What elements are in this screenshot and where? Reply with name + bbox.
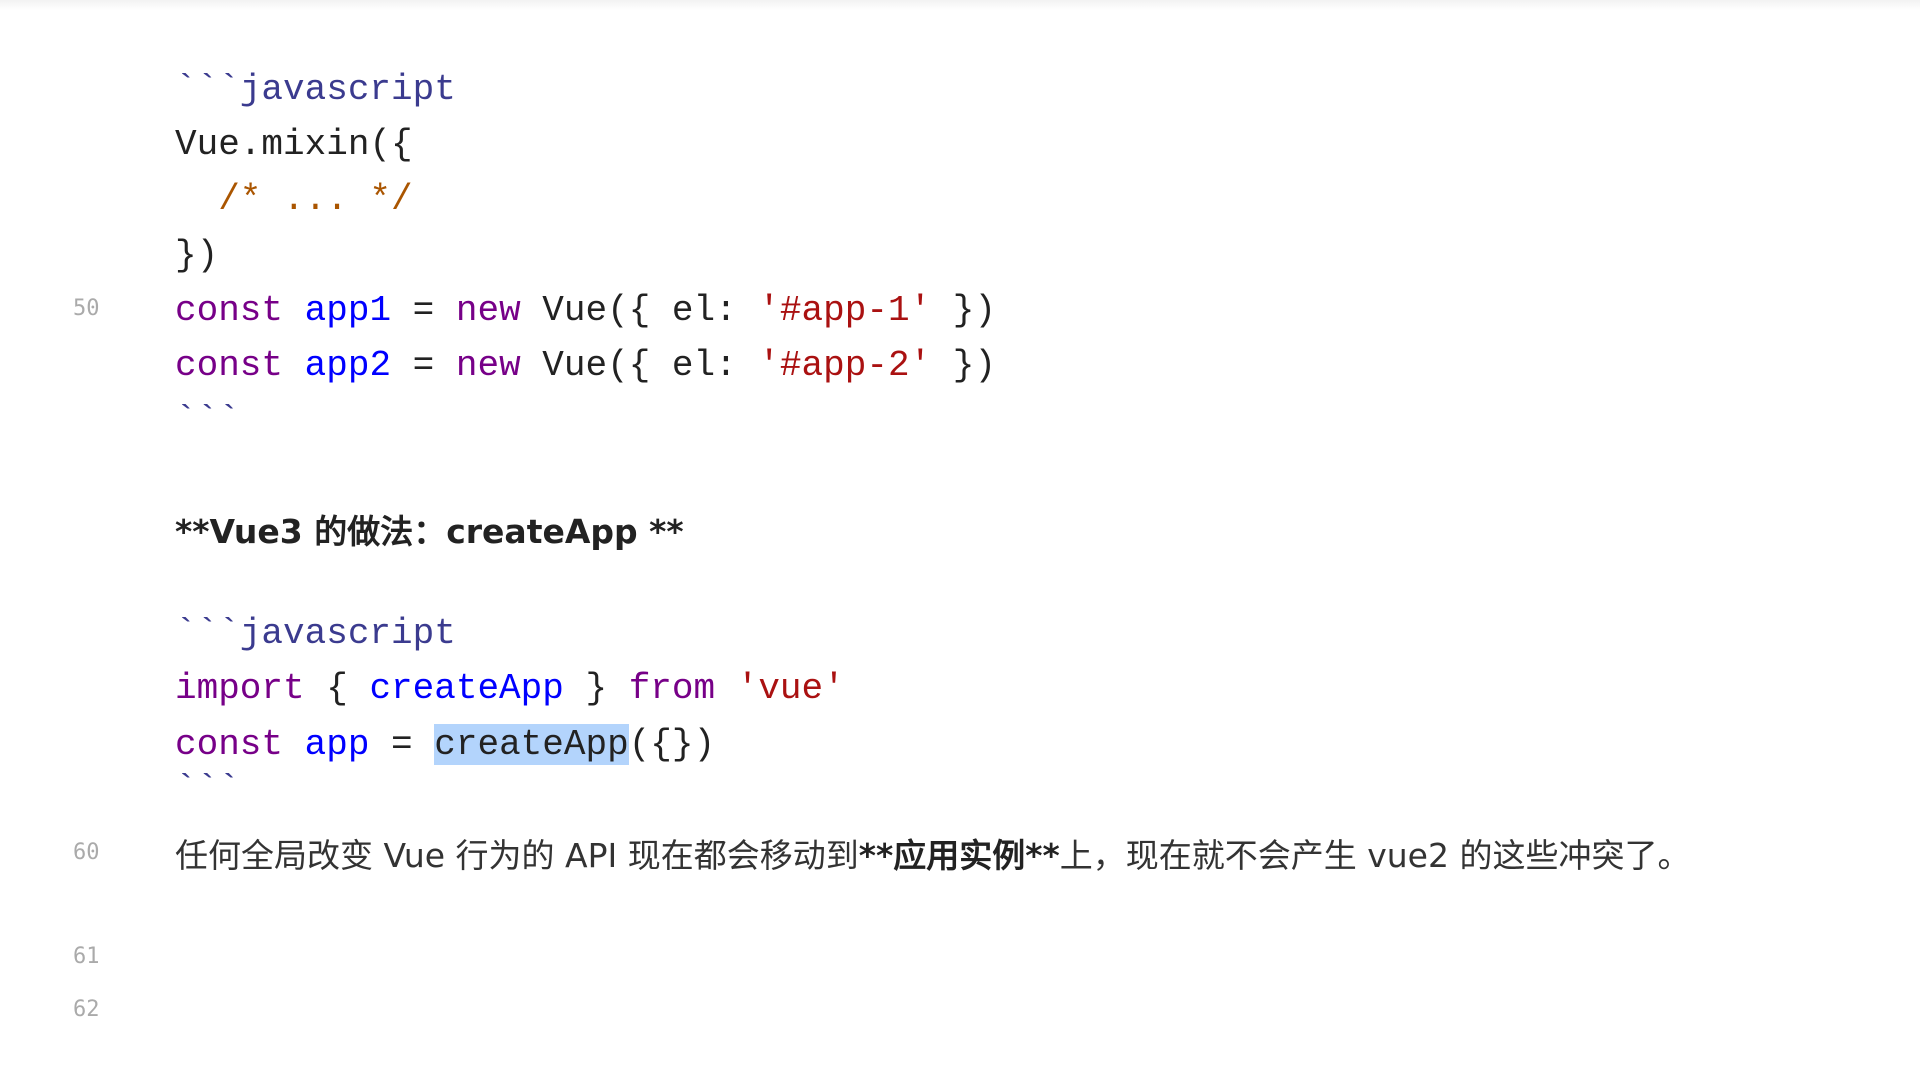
code-line-app1: const app1 = new Vue({ el: '#app-1' }): [175, 289, 996, 333]
code-fence-open: ```javascript: [175, 69, 456, 110]
code-text: Vue({ el:: [520, 290, 759, 331]
operator: =: [391, 290, 456, 331]
line-number: 61: [73, 944, 100, 969]
variable: app2: [304, 345, 392, 386]
heading: **Vue3 的做法：createApp **: [175, 512, 684, 551]
code-text: ({}): [628, 724, 716, 765]
line-number: 60: [73, 840, 100, 865]
variable: app1: [304, 290, 392, 331]
string: '#app-1': [758, 290, 932, 331]
text-selection[interactable]: createApp: [434, 724, 629, 765]
code-line: Vue.mixin({: [175, 124, 413, 165]
code-text: }: [563, 668, 629, 709]
keyword: const: [175, 345, 284, 386]
code-line: }): [175, 235, 219, 276]
paragraph-text: 上，现在就不会产生 vue2 的这些冲突了。: [1059, 836, 1691, 875]
keyword: const: [175, 724, 284, 765]
code-line-import: import { createApp } from 'vue': [175, 667, 845, 711]
operator: =: [391, 345, 456, 386]
code-line-const-app: const app = createApp({}): [175, 723, 715, 767]
line-number: 62: [73, 997, 100, 1022]
paragraph-text: 任何全局改变 Vue 行为的 API 现在都会移动到: [175, 836, 859, 875]
operator: =: [369, 724, 435, 765]
code-fence-close: ```: [175, 400, 240, 441]
line-number: 50: [73, 296, 100, 321]
keyword: const: [175, 290, 284, 331]
string: 'vue': [715, 668, 845, 709]
code-fence-close: ```: [175, 769, 240, 810]
paragraph: 任何全局改变 Vue 行为的 API 现在都会移动到**应用实例**上，现在就不…: [175, 828, 1815, 883]
variable: app: [304, 724, 370, 765]
code-text: Vue({ el:: [520, 345, 759, 386]
keyword: new: [455, 345, 521, 386]
paragraph-bold: **应用实例**: [858, 836, 1060, 875]
code-comment: /* ... */: [175, 179, 413, 220]
code-text: {: [304, 668, 370, 709]
keyword: new: [455, 290, 521, 331]
top-bar: [0, 0, 1920, 10]
code-text: }): [931, 290, 996, 331]
string: '#app-2': [758, 345, 932, 386]
code-fence-open: ```javascript: [175, 613, 456, 654]
keyword: from: [628, 668, 716, 709]
code-line-app2: const app2 = new Vue({ el: '#app-2' }): [175, 344, 996, 388]
keyword: import: [175, 668, 305, 709]
code-text: }): [931, 345, 996, 386]
variable: createApp: [369, 668, 564, 709]
